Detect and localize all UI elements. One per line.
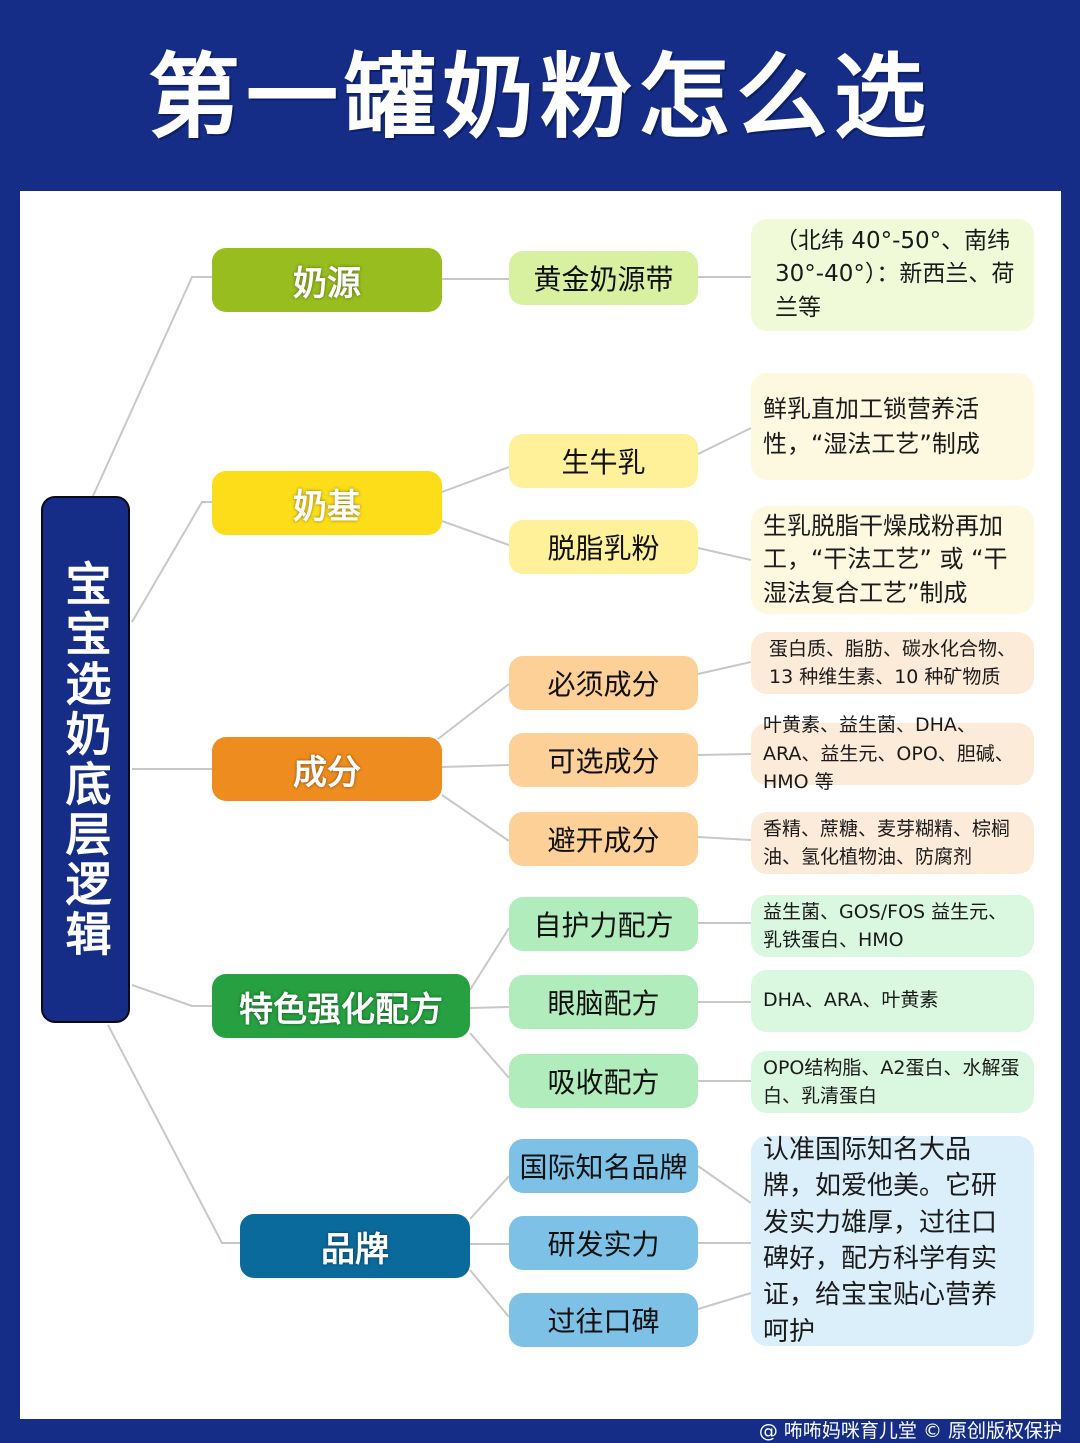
- node-label: 吸收配方: [547, 1066, 660, 1099]
- node-label: 必须成分: [547, 668, 660, 701]
- node-label: 可选成分: [547, 745, 660, 778]
- node-reputation[interactable]: 过往口碑: [509, 1293, 698, 1347]
- node-eye-brain-formula[interactable]: 眼脑配方: [509, 975, 698, 1029]
- branch-milk-base[interactable]: 奶基: [212, 471, 442, 535]
- node-raw-milk[interactable]: 生牛乳: [509, 434, 698, 488]
- root-label: 宝宝选奶底层逻辑: [58, 559, 113, 960]
- note-absorption-formula: OPO结构脂、A2蛋白、水解蛋白、乳清蛋白: [751, 1051, 1034, 1113]
- branch-label: 成分: [293, 752, 361, 793]
- branch-label: 特色强化配方: [239, 989, 443, 1030]
- note-text: 鲜乳直加工锁营养活性，“湿法工艺”制成: [763, 394, 980, 458]
- node-avoid-ingredients[interactable]: 避开成分: [509, 812, 698, 866]
- branch-label: 奶基: [293, 486, 361, 527]
- note-eye-brain-formula: DHA、ARA、叶黄素: [751, 970, 1034, 1032]
- node-skim-milk-powder[interactable]: 脱脂乳粉: [509, 520, 698, 574]
- note-required-ingredients: 蛋白质、脂肪、碳水化合物、13 种维生素、10 种矿物质: [751, 632, 1034, 694]
- node-label: 过往口碑: [547, 1305, 660, 1338]
- branch-label: 品牌: [321, 1229, 389, 1270]
- node-label: 黄金奶源带: [533, 263, 674, 296]
- note-text: 叶黄素、益生菌、DHA、ARA、益生元、OPO、胆碱、HMO 等: [763, 714, 1014, 794]
- note-text: DHA、ARA、叶黄素: [763, 989, 939, 1012]
- branch-special-formula[interactable]: 特色强化配方: [212, 974, 470, 1038]
- note-text: 生乳脱脂干燥成粉再加工，“干法工艺” 或 “干湿法复合工艺”制成: [763, 511, 1008, 607]
- note-text: 蛋白质、脂肪、碳水化合物、13 种维生素、10 种矿物质: [769, 637, 1017, 689]
- note-text: 香精、蔗糖、麦芽糊精、棕榈油、氢化植物油、防腐剂: [763, 817, 1011, 869]
- node-international-brand[interactable]: 国际知名品牌: [509, 1139, 698, 1193]
- node-required-ingredients[interactable]: 必须成分: [509, 656, 698, 710]
- note-avoid-ingredients: 香精、蔗糖、麦芽糊精、棕榈油、氢化植物油、防腐剂: [751, 812, 1034, 874]
- note-raw-milk: 鲜乳直加工锁营养活性，“湿法工艺”制成: [751, 373, 1034, 480]
- node-label: 眼脑配方: [547, 987, 660, 1020]
- node-rd-strength[interactable]: 研发实力: [509, 1216, 698, 1270]
- branch-label: 奶源: [293, 263, 361, 304]
- note-brand: 认准国际知名大品牌，如爱他美。它研发实力雄厚，过往口碑好，配方科学有实证，给宝宝…: [751, 1135, 1034, 1347]
- branch-ingredients[interactable]: 成分: [212, 737, 442, 801]
- root-node: 宝宝选奶底层逻辑: [41, 496, 130, 1023]
- node-label: 自护力配方: [533, 909, 674, 942]
- node-optional-ingredients[interactable]: 可选成分: [509, 733, 698, 787]
- copyright-footer: @ 咘咘妈咪育儿堂 © 原创版权保护: [758, 1420, 1062, 1442]
- node-label: 避开成分: [547, 824, 660, 857]
- branch-milk-source[interactable]: 奶源: [212, 248, 442, 312]
- page-title: 第一罐奶粉怎么选: [147, 44, 932, 151]
- node-label: 脱脂乳粉: [547, 532, 660, 565]
- note-text: 益生菌、GOS/FOS 益生元、乳铁蛋白、HMO: [763, 900, 1008, 952]
- node-immunity-formula[interactable]: 自护力配方: [509, 897, 698, 951]
- note-immunity-formula: 益生菌、GOS/FOS 益生元、乳铁蛋白、HMO: [751, 895, 1034, 957]
- note-optional-ingredients: 叶黄素、益生菌、DHA、ARA、益生元、OPO、胆碱、HMO 等: [751, 714, 1034, 793]
- note-text: OPO结构脂、A2蛋白、水解蛋白、乳清蛋白: [763, 1056, 1020, 1108]
- node-golden-belt[interactable]: 黄金奶源带: [509, 251, 698, 305]
- node-absorption-formula[interactable]: 吸收配方: [509, 1054, 698, 1108]
- note-golden-belt: （北纬 40°-50°、南纬 30°-40°）：新西兰、荷兰等: [751, 219, 1034, 331]
- node-label: 研发实力: [547, 1228, 660, 1261]
- note-text: （北纬 40°-50°、南纬 30°-40°）：新西兰、荷兰等: [775, 227, 1015, 321]
- node-label: 生牛乳: [561, 446, 646, 479]
- note-skim-milk-powder: 生乳脱脂干燥成粉再加工，“干法工艺” 或 “干湿法复合工艺”制成: [751, 506, 1034, 614]
- note-text: 认准国际知名大品牌，如爱他美。它研发实力雄厚，过往口碑好，配方科学有实证，给宝宝…: [763, 1134, 998, 1347]
- branch-brand[interactable]: 品牌: [240, 1214, 470, 1278]
- node-label: 国际知名品牌: [519, 1151, 688, 1184]
